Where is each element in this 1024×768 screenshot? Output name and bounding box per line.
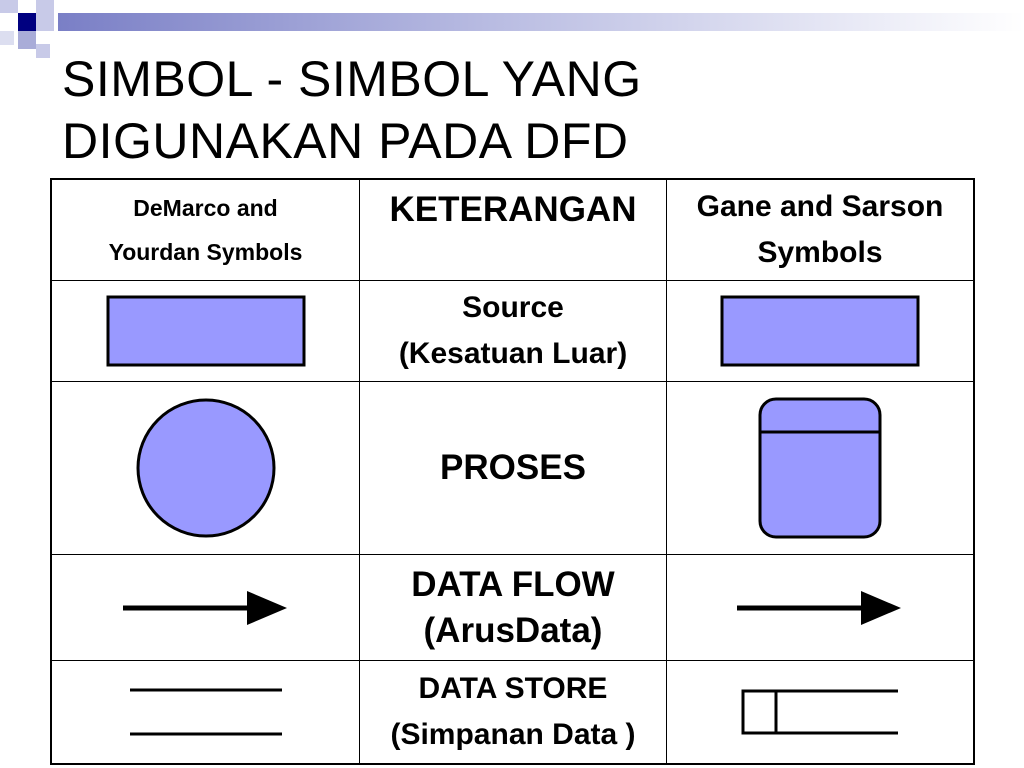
table-header-row: DeMarco and Yourdan Symbols KETERANGAN G… bbox=[50, 178, 975, 281]
header-demarco-line2: Yourdan Symbols bbox=[108, 239, 303, 265]
data-store-label: DATA STORE bbox=[418, 672, 608, 705]
table-row-data-store: DATA STORE (Simpanan Data ) bbox=[50, 660, 975, 765]
header-demarco-line1: DeMarco and bbox=[133, 195, 278, 221]
data-flow-sublabel: (ArusData) bbox=[423, 610, 603, 650]
demarco-source-cell bbox=[50, 280, 360, 382]
rectangle-icon bbox=[720, 295, 920, 367]
title-gradient-bar bbox=[58, 13, 1024, 31]
rectangle-icon bbox=[106, 295, 305, 367]
slide-title: SIMBOL - SIMBOL YANG DIGUNAKAN PADA DFD bbox=[62, 48, 642, 172]
data-store-sublabel: (Simpanan Data ) bbox=[390, 718, 636, 751]
dfd-symbols-table: DeMarco and Yourdan Symbols KETERANGAN G… bbox=[50, 178, 975, 765]
demarco-proses-cell bbox=[50, 381, 360, 555]
header-gane-line2: Symbols bbox=[757, 236, 883, 269]
table-row-data-flow: DATA FLOW (ArusData) bbox=[50, 554, 975, 661]
open-rectangle-icon bbox=[741, 689, 898, 735]
title-line-1: SIMBOL - SIMBOL YANG bbox=[62, 51, 642, 107]
table-row-source: Source (Kesatuan Luar) bbox=[50, 280, 975, 382]
source-description: Source (Kesatuan Luar) bbox=[359, 280, 667, 382]
data-flow-label: DATA FLOW bbox=[411, 564, 615, 604]
table-row-proses: PROSES bbox=[50, 381, 975, 555]
title-line-2: DIGUNAKAN PADA DFD bbox=[62, 113, 629, 169]
circle-icon bbox=[136, 398, 275, 538]
demarco-flow-cell bbox=[50, 554, 360, 661]
header-gane-line1: Gane and Sarson bbox=[696, 190, 944, 223]
gane-source-cell bbox=[666, 280, 975, 382]
arrow-right-icon bbox=[737, 590, 901, 625]
header-keterangan: KETERANGAN bbox=[359, 178, 667, 281]
parallel-lines-icon bbox=[129, 688, 282, 736]
arrow-right-icon bbox=[122, 590, 287, 625]
gane-flow-cell bbox=[666, 554, 975, 661]
data-flow-description: DATA FLOW (ArusData) bbox=[359, 554, 667, 661]
header-gane-sarson: Gane and Sarson Symbols bbox=[666, 178, 975, 281]
rounded-rectangle-icon bbox=[758, 397, 882, 539]
proses-description: PROSES bbox=[359, 381, 667, 555]
source-label: Source bbox=[462, 291, 564, 324]
header-demarco: DeMarco and Yourdan Symbols bbox=[50, 178, 360, 281]
proses-label: PROSES bbox=[440, 448, 586, 487]
gane-proses-cell bbox=[666, 381, 975, 555]
data-store-description: DATA STORE (Simpanan Data ) bbox=[359, 660, 667, 765]
corner-decoration bbox=[0, 0, 54, 58]
source-sublabel: (Kesatuan Luar) bbox=[398, 337, 628, 370]
demarco-store-cell bbox=[50, 660, 360, 765]
gane-store-cell bbox=[666, 660, 975, 765]
